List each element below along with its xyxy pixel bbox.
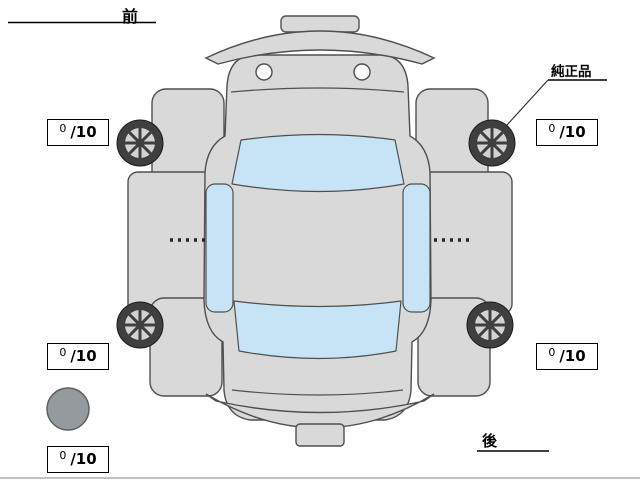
tire-score-front-left: 0 /10: [47, 119, 109, 146]
tire-score-max: /10: [70, 123, 97, 141]
rear-right-wheel-icon: [465, 300, 515, 350]
rear-left-door-panel: [149, 297, 223, 397]
tire-score-value: 0: [59, 346, 67, 359]
hood-left-detail-circle: [255, 63, 273, 81]
tire-score-max: /10: [559, 123, 586, 141]
front-label: 前: [122, 7, 139, 26]
genuine-part-label: 純正品: [551, 64, 592, 80]
front-right-wheel-icon: [467, 118, 517, 168]
right-side-window: [402, 183, 431, 313]
rear-bumper: [205, 393, 435, 429]
tire-score-value: 0: [548, 122, 556, 135]
tire-score-rear-left: 0 /10: [47, 343, 109, 370]
image-bottom-edge: [0, 477, 640, 479]
tire-score-spare: 0 /10: [47, 446, 109, 473]
rear-window: [233, 300, 402, 360]
tire-score-rear-right: 0 /10: [536, 343, 598, 370]
tire-score-value: 0: [548, 346, 556, 359]
tire-score-max: /10: [70, 347, 97, 365]
windshield: [231, 133, 405, 193]
tire-score-max: /10: [70, 450, 97, 468]
trunk-edge-line: [231, 389, 404, 396]
spare-tire-icon: [46, 387, 90, 431]
genuine-part-pointer-line: [506, 79, 549, 126]
tire-score-value: 0: [59, 122, 67, 135]
tire-score-max: /10: [559, 347, 586, 365]
hood-right-detail-circle: [353, 63, 371, 81]
rear-left-wheel-icon: [115, 300, 165, 350]
front-left-wheel-icon: [115, 118, 165, 168]
front-bumper: [204, 30, 436, 65]
front-bumper-center: [280, 15, 360, 33]
tire-score-front-right: 0 /10: [536, 119, 598, 146]
tire-score-value: 0: [59, 449, 67, 462]
right-door-panel: [417, 171, 513, 315]
left-side-window: [205, 183, 234, 313]
hood-edge-line: [230, 87, 405, 93]
rear-label: 後: [482, 432, 498, 450]
car-body: [203, 54, 432, 421]
rear-bumper-center: [295, 423, 345, 447]
